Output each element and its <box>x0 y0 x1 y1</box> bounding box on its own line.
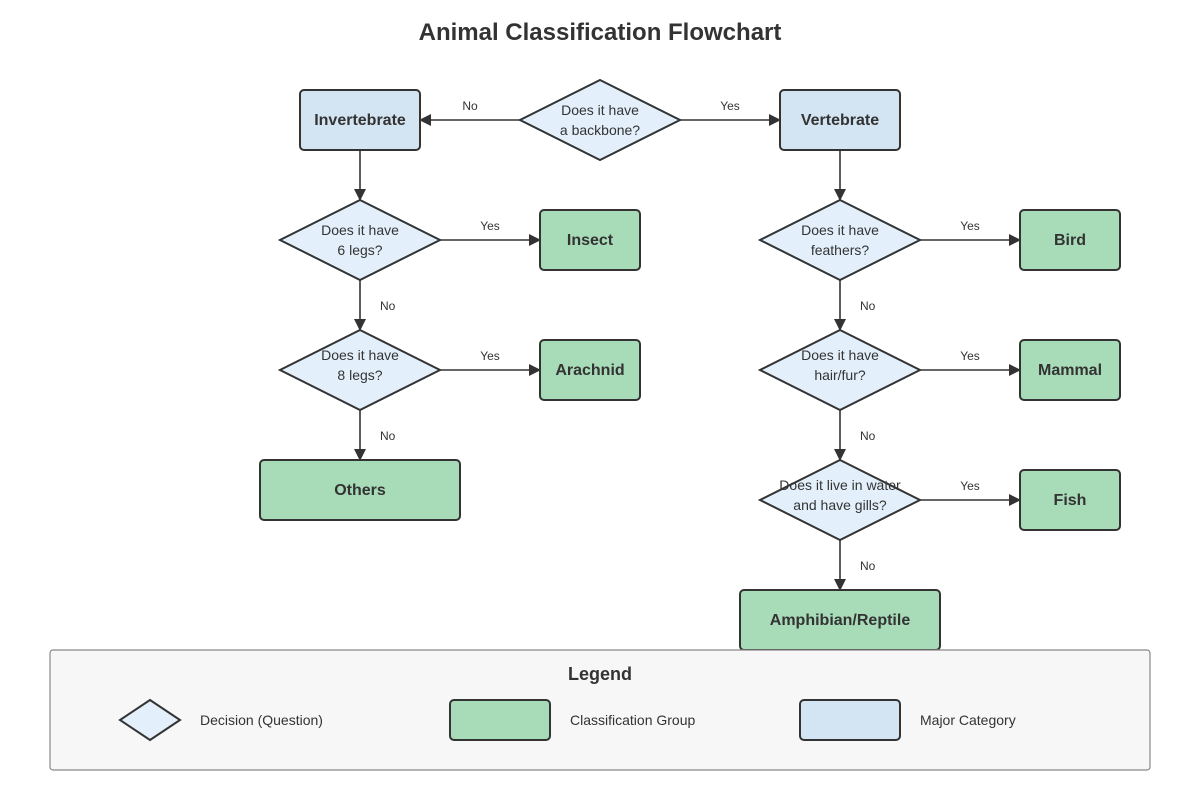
decision-6-legs[interactable]: Does it have 6 legs? <box>277 198 443 282</box>
decision-diamond <box>277 328 443 412</box>
edge-labels: No Yes Yes No Yes No Yes No Yes No Yes N… <box>380 99 980 573</box>
major-category-box <box>779 89 901 151</box>
edge-label-8legs-no: No <box>380 429 396 443</box>
decision-feathers-line-2: feathers? <box>811 242 870 258</box>
legend-title: Legend <box>568 664 632 684</box>
decision-feathers[interactable]: Does it have feathers? <box>757 198 923 282</box>
decision-diamond <box>757 328 923 412</box>
node-others-label: Others <box>334 482 386 499</box>
classification-box <box>1019 209 1121 271</box>
classification-box <box>259 459 461 521</box>
node-fish[interactable]: Fish <box>1019 469 1121 531</box>
legend-decision-label: Decision (Question) <box>200 712 323 728</box>
decision-backbone-line-1: Does it have <box>561 102 639 118</box>
decision-diamond <box>517 78 683 162</box>
node-fish-label: Fish <box>1054 492 1087 509</box>
classification-box <box>1019 339 1121 401</box>
edge-label-water-no: No <box>860 559 876 573</box>
node-insect-label: Insect <box>567 232 614 249</box>
decision-8-legs-line-2: 8 legs? <box>337 367 382 383</box>
legend-decision-swatch <box>118 698 182 742</box>
decision-diamond <box>757 198 923 282</box>
classification-box <box>1019 469 1121 531</box>
decision-water-line-1: Does it live in water <box>779 477 901 493</box>
node-arachnid-label: Arachnid <box>555 362 624 379</box>
node-amphibian-reptile-label: Amphibian/Reptile <box>770 612 911 629</box>
decision-feathers-line-1: Does it have <box>801 222 879 238</box>
legend: Legend Decision (Question) Classificatio… <box>49 649 1151 771</box>
decision-6-legs-line-2: 6 legs? <box>337 242 382 258</box>
node-mammal-label: Mammal <box>1038 362 1102 379</box>
decision-8-legs[interactable]: Does it have 8 legs? <box>277 328 443 412</box>
decision-diamond <box>757 458 923 542</box>
edge-label-8legs-yes: Yes <box>480 349 500 363</box>
edge-label-feathers-no: No <box>860 299 876 313</box>
node-mammal[interactable]: Mammal <box>1019 339 1121 401</box>
flowchart-title: Animal Classification Flowchart <box>419 19 782 46</box>
legend-classification-swatch <box>449 699 551 741</box>
edge-label-hair-yes: Yes <box>960 349 980 363</box>
edge-label-feathers-yes: Yes <box>960 219 980 233</box>
node-invertebrate[interactable]: Invertebrate <box>299 89 421 151</box>
decision-hair-line-2: hair/fur? <box>814 367 866 383</box>
major-category-box <box>299 89 421 151</box>
decision-hair-fur[interactable]: Does it have hair/fur? <box>757 328 923 412</box>
node-vertebrate-label: Vertebrate <box>801 112 879 129</box>
edges <box>354 114 1021 591</box>
legend-classification-label: Classification Group <box>570 712 695 728</box>
node-insect[interactable]: Insect <box>539 209 641 271</box>
decision-backbone-line-2: a backbone? <box>560 122 640 138</box>
node-amphibian-reptile[interactable]: Amphibian/Reptile <box>739 589 941 651</box>
decision-water-line-2: and have gills? <box>793 497 887 513</box>
decision-hair-line-1: Does it have <box>801 347 879 363</box>
classification-box <box>539 209 641 271</box>
edge-label-water-yes: Yes <box>960 479 980 493</box>
classification-box <box>539 339 641 401</box>
node-bird[interactable]: Bird <box>1019 209 1121 271</box>
legend-major-swatch <box>799 699 901 741</box>
node-invertebrate-label: Invertebrate <box>314 112 406 129</box>
decision-diamond <box>277 198 443 282</box>
decision-6-legs-line-1: Does it have <box>321 222 399 238</box>
node-bird-label: Bird <box>1054 232 1086 249</box>
node-others[interactable]: Others <box>259 459 461 521</box>
decision-backbone[interactable]: Does it have a backbone? <box>517 78 683 162</box>
edge-label-backbone-yes: Yes <box>720 99 740 113</box>
edge-label-6legs-no: No <box>380 299 396 313</box>
edge-label-6legs-yes: Yes <box>480 219 500 233</box>
decision-water-gills[interactable]: Does it live in water and have gills? <box>757 458 923 542</box>
legend-major-label: Major Category <box>920 712 1016 728</box>
edge-label-hair-no: No <box>860 429 876 443</box>
decision-8-legs-line-1: Does it have <box>321 347 399 363</box>
node-arachnid[interactable]: Arachnid <box>539 339 641 401</box>
edge-label-backbone-no: No <box>462 99 478 113</box>
node-vertebrate[interactable]: Vertebrate <box>779 89 901 151</box>
